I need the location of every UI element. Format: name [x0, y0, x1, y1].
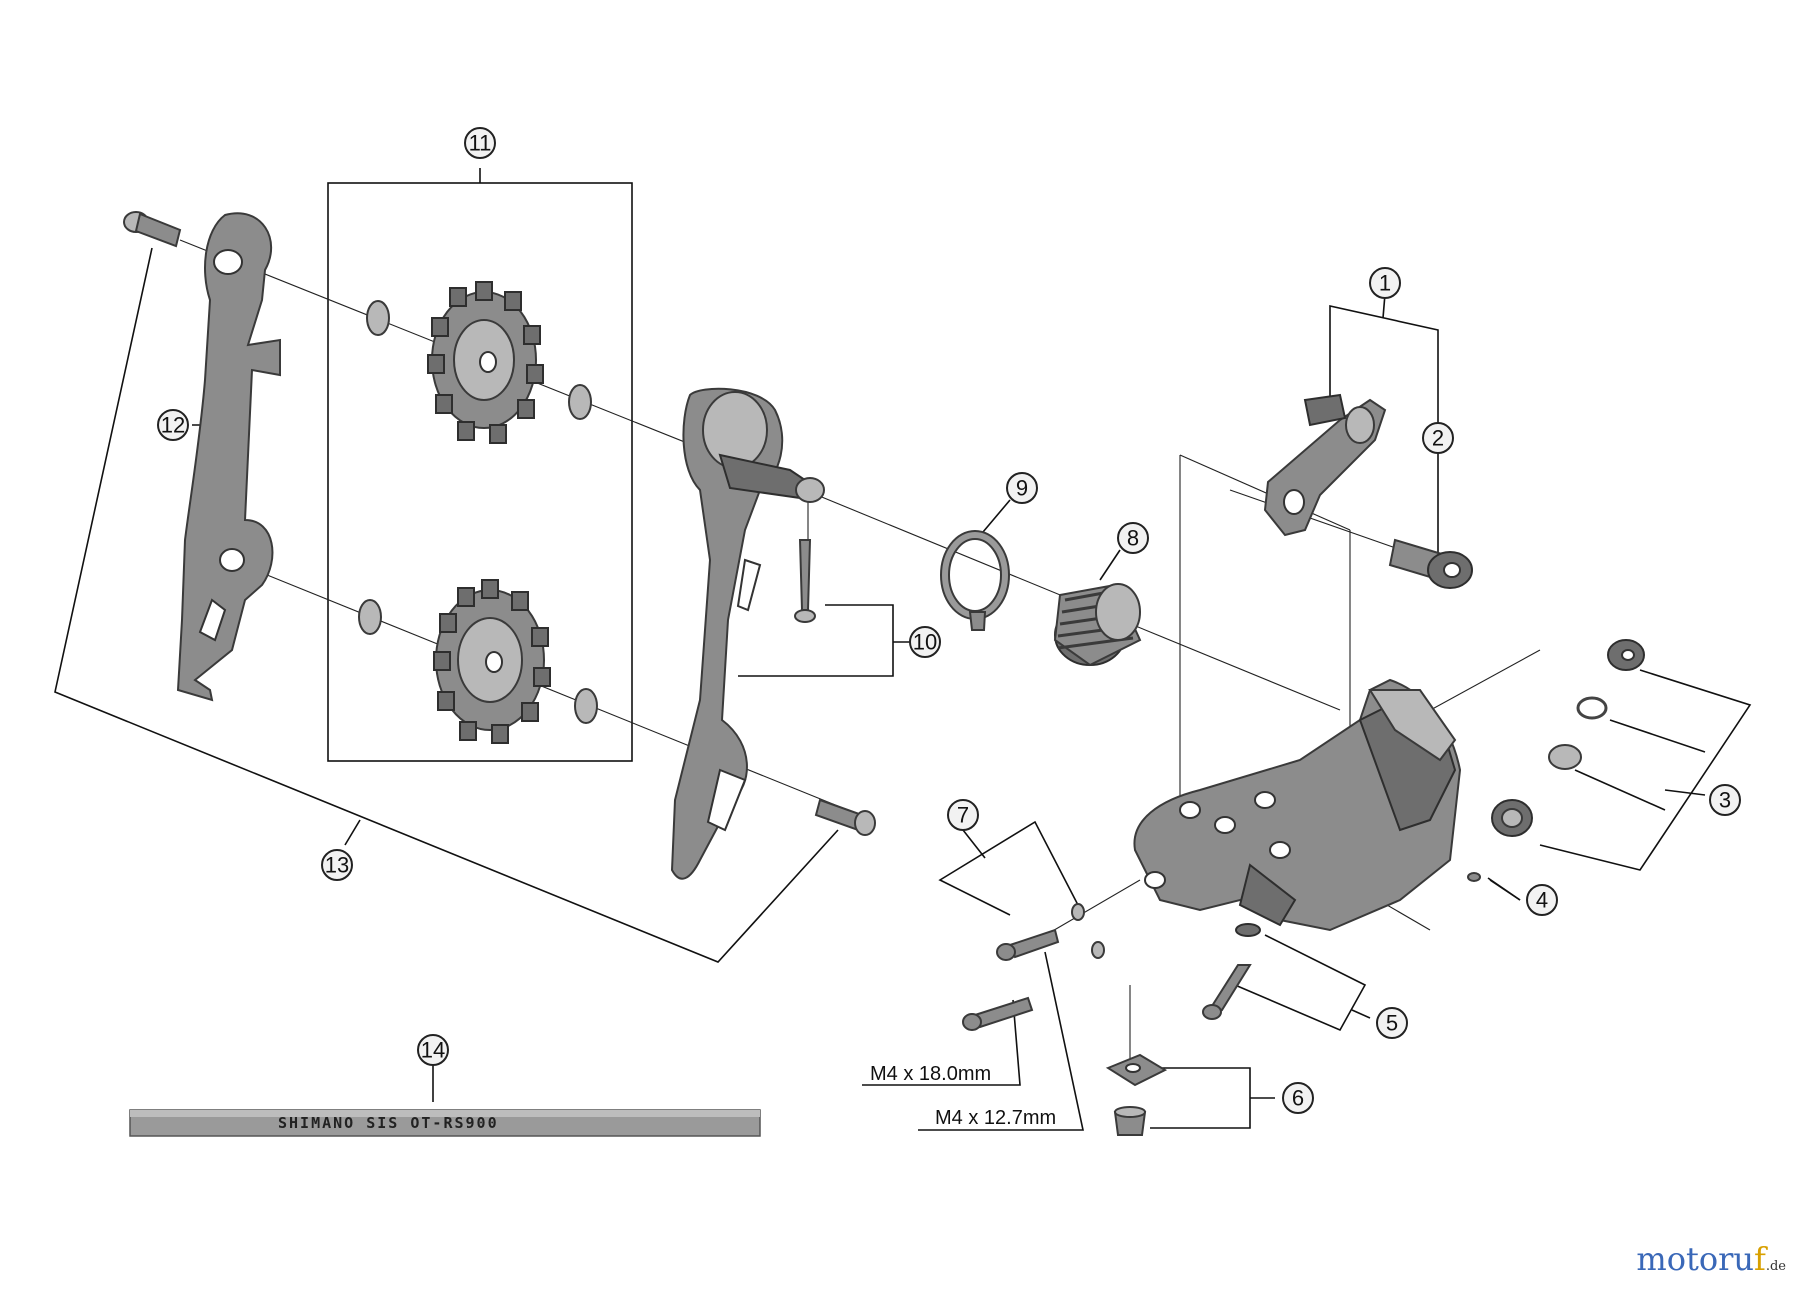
tension-pulley: [358, 579, 598, 744]
outer-pulley-plate: [670, 387, 825, 880]
stopper-pin: [794, 539, 816, 623]
watermark-tld: .de: [1765, 1259, 1786, 1274]
limit-screws: [962, 903, 1105, 1031]
svg-text:6: 6: [1292, 1086, 1304, 1111]
derailleur-main-body: [1133, 678, 1462, 932]
svg-text:9: 9: [1016, 476, 1028, 501]
callout-8: 8: [1117, 522, 1149, 554]
b-tension-bolt: [1202, 923, 1261, 1020]
callout-9: 9: [1006, 472, 1038, 504]
svg-text:3: 3: [1719, 788, 1731, 813]
svg-text:14: 14: [421, 1038, 445, 1063]
pulley-bolt-top: [123, 211, 182, 248]
dimension-label-short: M4 x 12.7mm: [935, 1107, 1056, 1129]
group-box-11: [327, 168, 633, 762]
callout-3: 3: [1709, 784, 1741, 816]
cable-adjust-unit: [1263, 393, 1387, 537]
svg-text:1: 1: [1379, 271, 1391, 296]
svg-text:11: 11: [469, 131, 492, 156]
callout-2: 2: [1422, 422, 1454, 454]
callout-11: 11: [464, 127, 496, 159]
bracket-10: [738, 604, 894, 677]
pulley-bolt-bottom: [814, 798, 876, 836]
b-axle-parts: [1491, 639, 1645, 837]
leader-13: [344, 819, 361, 846]
callout-6: 6: [1282, 1082, 1314, 1114]
bracket-3: [1539, 669, 1752, 871]
inner-pulley-plate: [176, 212, 281, 702]
cable-guide: [1105, 1053, 1168, 1136]
assembly-axes: [179, 239, 1541, 1060]
bracket-6: [1150, 1067, 1251, 1129]
watermark-accent: f: [1754, 1240, 1766, 1278]
callout-12: 12: [157, 409, 189, 441]
watermark-main: motoru: [1636, 1240, 1754, 1278]
svg-text:13: 13: [325, 853, 349, 878]
b-axle-pin: [1467, 872, 1481, 882]
callout-4: 4: [1526, 884, 1558, 916]
dimension-label-long: M4 x 18.0mm: [870, 1063, 991, 1085]
cable-print: SHIMANO SIS OT-RS900: [278, 1114, 499, 1132]
bracket-13: [54, 247, 839, 963]
svg-text:12: 12: [161, 413, 185, 438]
tension-spring: [1053, 583, 1142, 667]
cable-adjust-bolt: [1388, 538, 1473, 589]
site-watermark: motoruf.de: [1636, 1240, 1786, 1278]
callout-10: 10: [909, 626, 941, 658]
svg-text:10: 10: [913, 630, 937, 655]
bracket-5: [1234, 934, 1367, 1032]
callout-13: 13: [321, 849, 353, 881]
svg-text:5: 5: [1386, 1011, 1398, 1036]
snap-ring: [940, 530, 1010, 631]
callout-7: 7: [947, 799, 979, 831]
svg-text:7: 7: [957, 803, 969, 828]
callout-1: 1: [1369, 267, 1401, 299]
svg-text:4: 4: [1536, 888, 1548, 913]
bracket-7: [938, 820, 1079, 916]
shift-cable: SHIMANO SIS OT-RS900: [129, 1109, 761, 1137]
callout-5: 5: [1376, 1007, 1408, 1039]
guide-pulley: [366, 281, 592, 444]
callout-14: 14: [417, 1034, 449, 1066]
svg-text:8: 8: [1127, 526, 1139, 551]
svg-text:2: 2: [1432, 426, 1444, 451]
